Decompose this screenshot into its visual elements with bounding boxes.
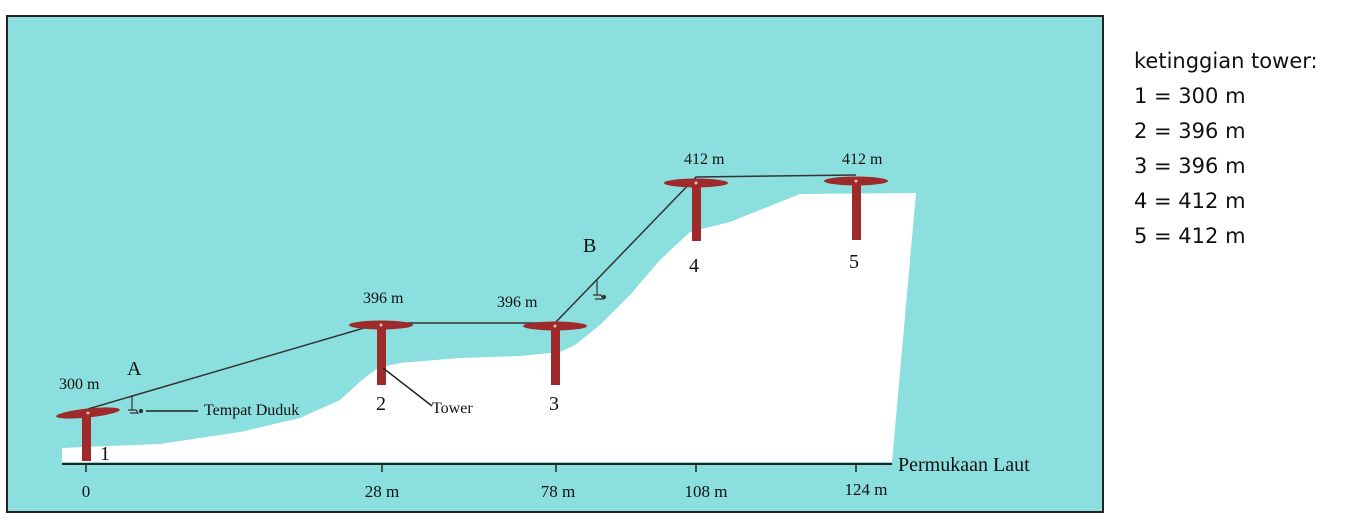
hill-terrain [62, 193, 916, 462]
tower-2 [349, 320, 413, 385]
tower-2-number: 2 [376, 393, 386, 415]
tower-3-number: 3 [549, 393, 559, 415]
legend-title: ketinggian tower: [1134, 49, 1318, 73]
tower-4-number: 4 [689, 255, 699, 277]
tower-3 [523, 321, 587, 385]
tower-height-legend: ketinggian tower: 1 = 300 m 2 = 396 m 3 … [1134, 44, 1318, 254]
tower-pointer [382, 367, 433, 407]
legend-item: 5 = 412 m [1134, 224, 1246, 248]
point-b-label: B [583, 235, 596, 257]
legend-item: 2 = 396 m [1134, 119, 1246, 143]
distance-label-2: 28 m [365, 482, 399, 501]
tower-1-height: 300 m [59, 376, 100, 393]
tower-5 [824, 176, 888, 240]
tower-4 [664, 178, 728, 241]
distance-label-5: 124 m [845, 480, 888, 499]
distance-label-1: 0 [82, 482, 91, 501]
tower-5-number: 5 [849, 251, 859, 273]
tower-label: Tower [432, 400, 473, 417]
distance-label-3: 78 m [541, 482, 575, 501]
tower-4-height: 412 m [684, 151, 725, 168]
legend-item: 1 = 300 m [1134, 84, 1246, 108]
tower-1 [56, 407, 120, 461]
seat-icon-a [128, 395, 144, 414]
legend-item: 4 = 412 m [1134, 189, 1246, 213]
seat-label: Tempat Duduk [204, 402, 299, 419]
seat-icon-b [593, 280, 607, 300]
point-a-label: A [127, 358, 142, 380]
axis-ticks [85, 464, 857, 472]
tower-3-height: 396 m [497, 294, 538, 311]
tower-5-height: 412 m [842, 151, 883, 168]
tower-1-number: 1 [100, 443, 110, 465]
distance-label-4: 108 m [685, 482, 728, 501]
sea-level-label: Permukaan Laut [898, 454, 1030, 476]
tower-2-height: 396 m [363, 290, 404, 307]
legend-item: 3 = 396 m [1134, 154, 1246, 178]
